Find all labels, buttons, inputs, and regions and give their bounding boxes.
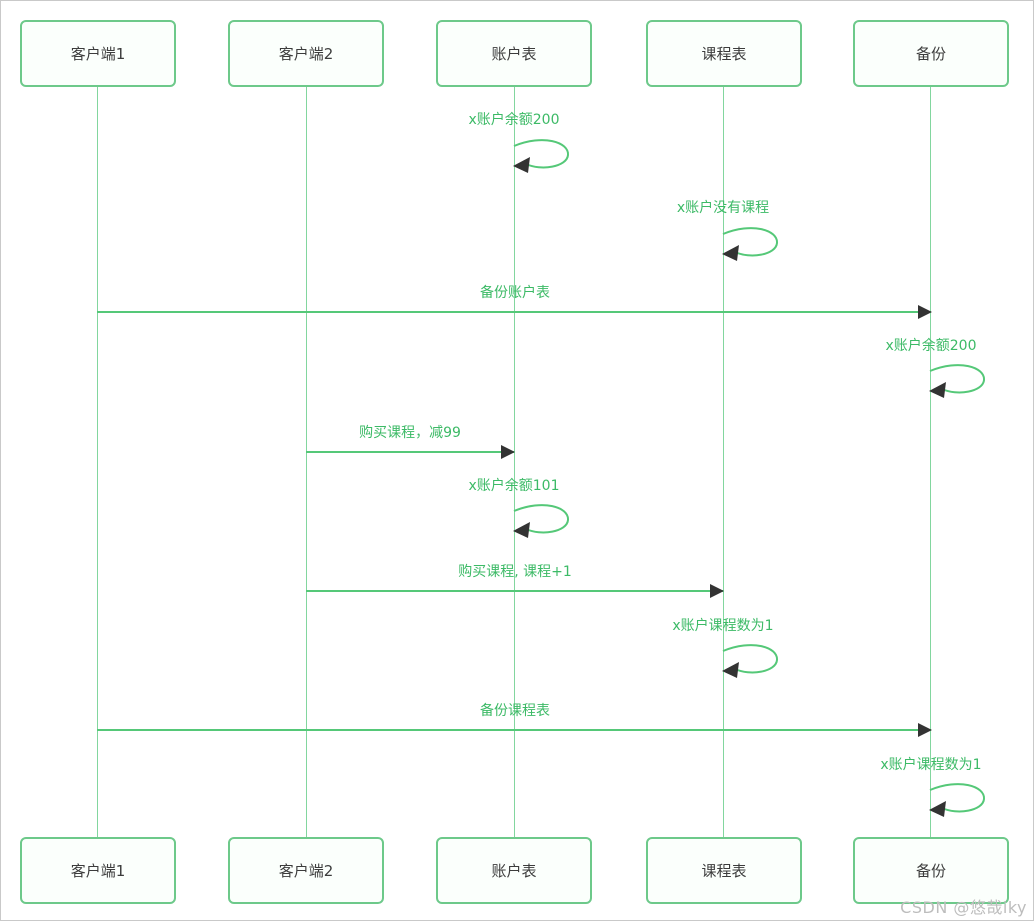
lifeline-course-table bbox=[723, 87, 724, 837]
lifeline-account-table bbox=[514, 87, 515, 837]
arrowhead-icon bbox=[501, 445, 515, 459]
arrowhead-icon bbox=[918, 723, 932, 737]
actor-label: 备份 bbox=[915, 45, 946, 63]
message-label: x账户余额200 bbox=[468, 112, 560, 128]
message-label: 购买课程, 课程+1 bbox=[458, 564, 572, 580]
message-label: x账户余额200 bbox=[885, 338, 977, 354]
self-message-loop-icon bbox=[722, 227, 779, 261]
self-message-loop-icon bbox=[722, 644, 779, 678]
actor-label: 账户表 bbox=[491, 45, 537, 63]
actor-box-client2-top: 客户端2 bbox=[228, 20, 384, 87]
actor-label: 课程表 bbox=[701, 862, 747, 880]
lifeline-client2 bbox=[306, 87, 307, 837]
actor-label: 客户端1 bbox=[70, 862, 126, 880]
actor-label: 账户表 bbox=[491, 862, 537, 880]
message-label: x账户课程数为1 bbox=[672, 618, 774, 634]
actor-label: 课程表 bbox=[701, 45, 747, 63]
actor-box-client1-top: 客户端1 bbox=[20, 20, 176, 87]
actor-box-account-table-bottom: 账户表 bbox=[436, 837, 592, 904]
message-arrow bbox=[306, 445, 515, 459]
actor-label: 客户端2 bbox=[278, 862, 334, 880]
self-message-loop-icon bbox=[513, 504, 570, 538]
actor-box-course-table-top: 课程表 bbox=[646, 20, 802, 87]
actor-box-client1-bottom: 客户端1 bbox=[20, 837, 176, 904]
actor-box-backup-top: 备份 bbox=[853, 20, 1009, 87]
actor-label: 客户端1 bbox=[70, 45, 126, 63]
actor-label: 客户端2 bbox=[278, 45, 334, 63]
self-message-loop-icon bbox=[929, 783, 986, 817]
actor-label: 备份 bbox=[915, 862, 946, 880]
actor-box-account-table-top: 账户表 bbox=[436, 20, 592, 87]
self-message-loop-icon bbox=[929, 364, 986, 398]
message-label: x账户课程数为1 bbox=[880, 757, 982, 773]
message-label: 备份账户表 bbox=[480, 285, 550, 301]
actor-box-course-table-bottom: 课程表 bbox=[646, 837, 802, 904]
message-label: 备份课程表 bbox=[480, 703, 550, 719]
message-label: 购买课程，减99 bbox=[359, 425, 461, 441]
lifeline-backup bbox=[930, 87, 931, 837]
csdn-watermark: CSDN @悠哉iky bbox=[900, 898, 1027, 917]
message-arrow bbox=[97, 305, 932, 319]
message-arrow bbox=[306, 584, 724, 598]
actor-box-client2-bottom: 客户端2 bbox=[228, 837, 384, 904]
actor-box-backup-bottom: 备份 bbox=[853, 837, 1009, 904]
arrowhead-icon bbox=[918, 305, 932, 319]
self-message-loop-icon bbox=[513, 139, 570, 173]
message-arrow bbox=[97, 723, 932, 737]
message-label: x账户没有课程 bbox=[676, 200, 770, 216]
lifeline-client1 bbox=[97, 87, 98, 837]
message-label: x账户余额101 bbox=[468, 478, 560, 494]
arrowhead-icon bbox=[710, 584, 724, 598]
